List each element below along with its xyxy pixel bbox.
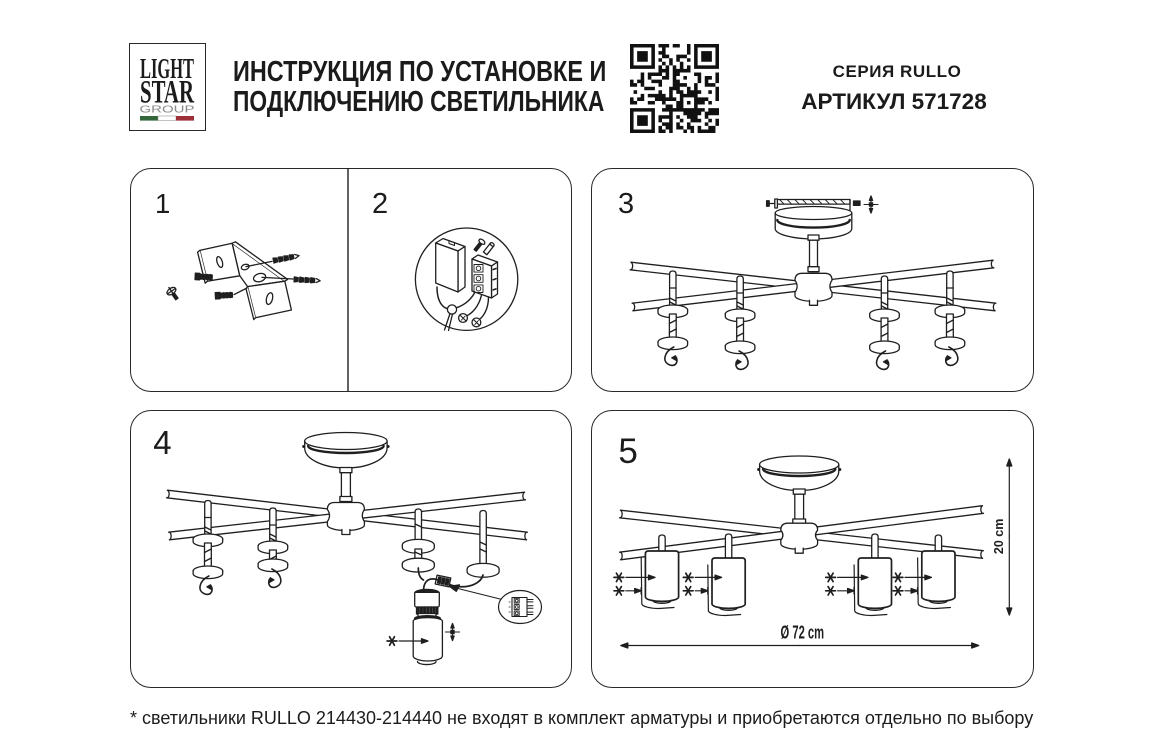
svg-text:LIGHT: LIGHT — [140, 53, 194, 85]
svg-text:STAR: STAR — [140, 75, 195, 111]
svg-text:Ø 72 cm: Ø 72 cm — [781, 623, 825, 643]
svg-text:20 cm: 20 cm — [992, 519, 1006, 554]
svg-text:GROUP: GROUP — [140, 105, 195, 116]
